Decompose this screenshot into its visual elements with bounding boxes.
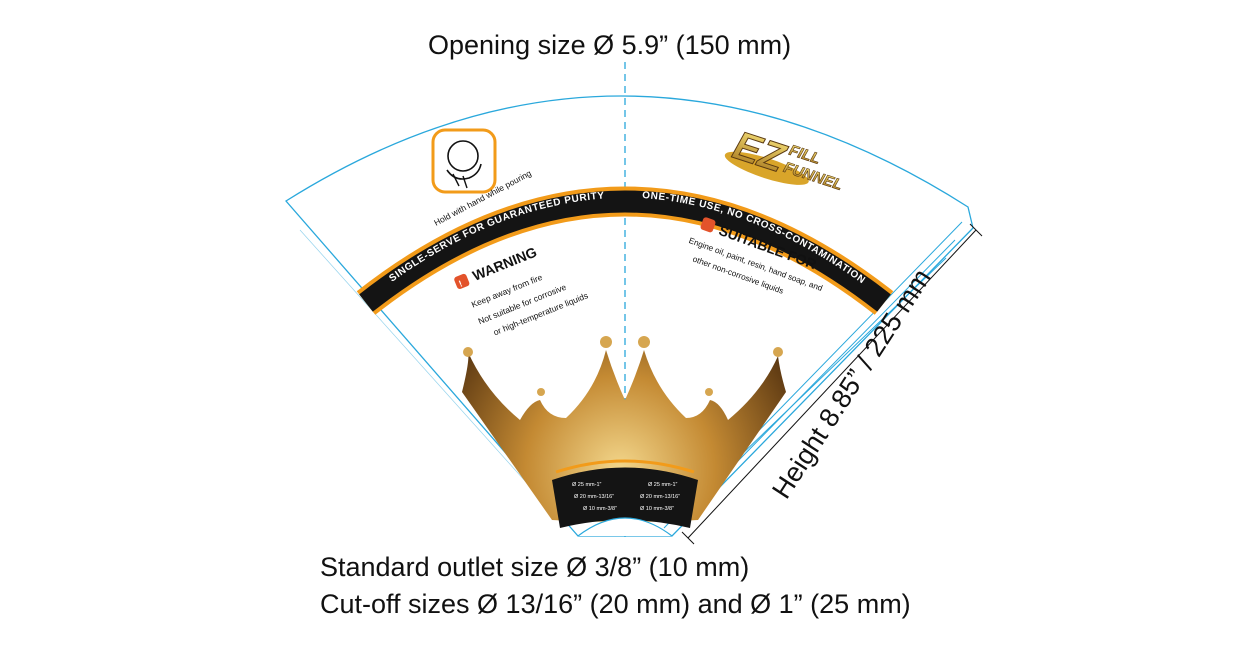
cutoff-sizes-label: Cut-off sizes Ø 13/16” (20 mm) and Ø 1” …	[320, 589, 911, 619]
opening-size-label: Opening size Ø 5.9” (150 mm)	[428, 30, 792, 60]
cut-mark-arc: Ø 25 mm-1” Ø 25 mm-1” Ø 20 mm-13/16” Ø 2…	[552, 459, 698, 537]
golden-splash-artwork	[462, 336, 786, 522]
warning-icon-glyph: !	[457, 278, 464, 288]
warning-icon	[454, 273, 470, 290]
cut-mark-25-right: Ø 25 mm-1”	[648, 482, 678, 488]
outlet-size-label: Standard outlet size Ø 3/8” (10 mm)	[320, 552, 750, 582]
suitable-icon	[700, 217, 716, 233]
cut-mark-25-left: Ø 25 mm-1”	[572, 482, 602, 488]
cut-mark-10-left: Ø 10 mm-3/8”	[583, 506, 617, 512]
cut-mark-20-left: Ø 20 mm-13/16”	[574, 494, 614, 500]
height-dimension-line	[681, 223, 983, 545]
funnel-outline	[285, 95, 974, 537]
cut-mark-20-right: Ø 20 mm-13/16”	[640, 494, 680, 500]
cut-mark-10-right: Ø 10 mm-3/8”	[640, 506, 674, 512]
hand-hold-icon	[431, 128, 497, 194]
